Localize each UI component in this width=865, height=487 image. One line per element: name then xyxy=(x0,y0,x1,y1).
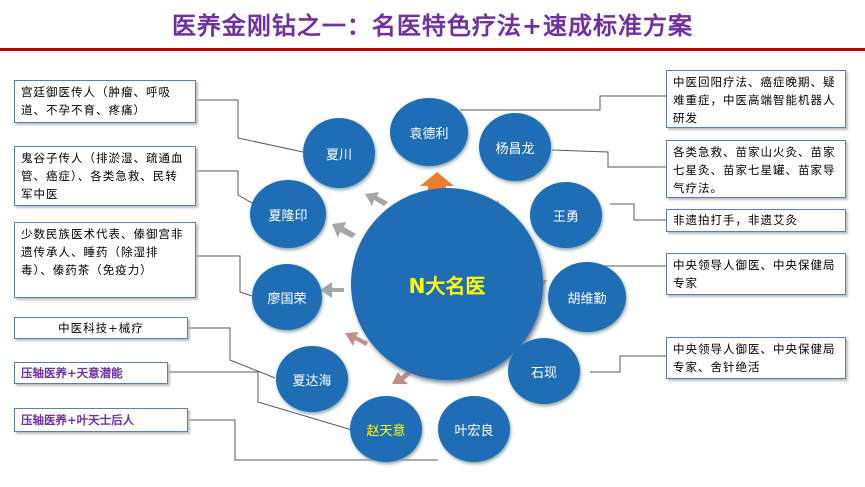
arrow-sw xyxy=(345,332,368,346)
doctor-node: 杨昌龙 xyxy=(479,113,551,181)
title-divider xyxy=(0,48,865,51)
left-desc-box: 压轴医养+叶天士后人 xyxy=(14,408,188,432)
arrow-w xyxy=(320,282,344,298)
left-desc-box: 压轴医养+天意潜能 xyxy=(14,362,168,384)
doctor-node: 胡维勤 xyxy=(548,262,626,332)
doctor-node: 袁德利 xyxy=(390,98,468,166)
center-node: N大名医 xyxy=(351,188,543,380)
arrow-nw2 xyxy=(365,192,388,206)
arrow-up xyxy=(420,172,454,192)
doctor-node: 赵天意 xyxy=(350,396,422,462)
left-desc-box: 鬼谷子传人（排淤湿、疏通血管、癌症）、各类急救、民转军中医 xyxy=(14,146,196,206)
doctor-node: 夏隆印 xyxy=(250,180,326,248)
right-desc-box: 中央领导人御医、中央保健局专家 xyxy=(666,253,846,295)
left-desc-box: 中医科技+械疗 xyxy=(14,317,188,339)
arrow-nw1 xyxy=(332,222,356,238)
page-title: 医养金刚钻之一：名医特色疗法+速成标准方案 xyxy=(171,12,694,40)
right-desc-box: 中医回阳疗法、癌症晚期、疑难重症，中医高端智能机器人研发 xyxy=(666,70,846,128)
doctor-node: 王勇 xyxy=(530,182,602,248)
right-desc-box: 中央领导人御医、中央保健局专家、舍针绝活 xyxy=(666,337,846,379)
right-desc-box: 非遗拍打手，非遗艾灸 xyxy=(666,209,846,232)
doctor-node: 叶宏良 xyxy=(438,396,510,462)
left-desc-box: 宫廷御医传人（肿瘤、呼吸道、不孕不育、疼痛） xyxy=(14,80,196,123)
doctor-node: 石现 xyxy=(508,338,580,404)
doctor-node: 廖国荣 xyxy=(252,264,322,330)
right-desc-box: 各类急救、苗家山火灸、苗家七星灸、苗家七星罐、苗家导气疗法。 xyxy=(666,140,846,198)
doctor-node: 夏达海 xyxy=(276,346,348,412)
doctor-node: 夏川 xyxy=(303,118,375,188)
left-desc-box: 少数民族医术代表、傣御宫非遗传承人、睡药（除湿排毒）、傣药茶（免疫力） xyxy=(14,222,196,298)
